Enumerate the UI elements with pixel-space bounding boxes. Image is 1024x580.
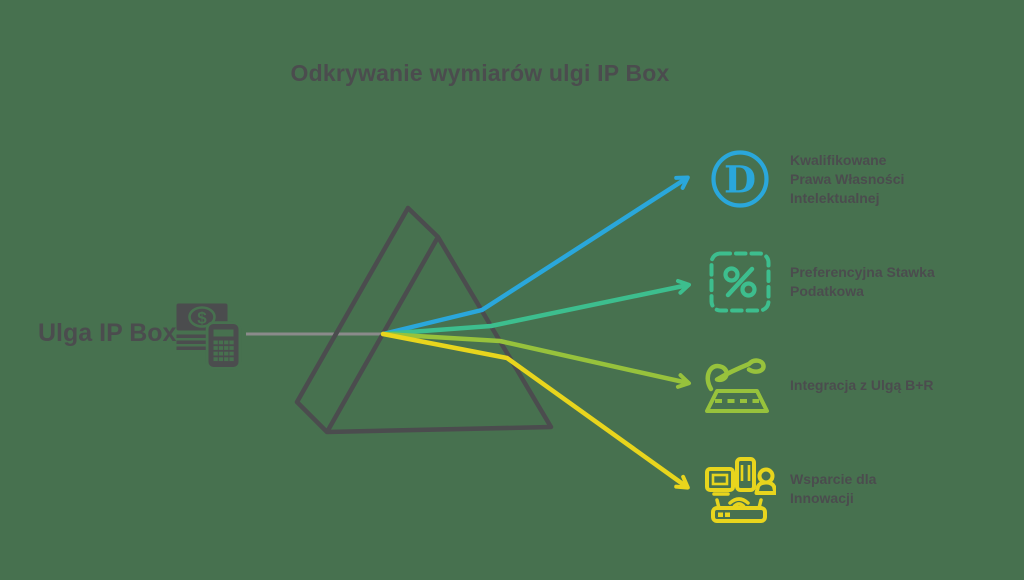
ray-green xyxy=(380,278,691,337)
row-integracja-br: Integracja z Ulgą B+R xyxy=(702,354,934,416)
source-label: Ulga IP Box xyxy=(38,319,177,347)
money-calculator-icon: $ xyxy=(176,303,242,370)
ray-blue xyxy=(380,175,690,337)
row-wsparcie-innowacji: Wsparcie dla Innowacji xyxy=(704,453,876,525)
svg-text:D: D xyxy=(724,157,756,201)
row-label: Wsparcie dla Innowacji xyxy=(790,471,877,506)
page-title: Odkrywanie wymiarów ulgi IP Box xyxy=(290,60,670,86)
row-label: Kwalifikowane Prawa Własności Intelektua… xyxy=(790,151,905,206)
percent-dashed-square-icon xyxy=(709,251,771,313)
d-circle-icon: D xyxy=(711,150,769,208)
devices-network-icon xyxy=(705,457,776,523)
row-label: Integracja z Ulgą B+R xyxy=(790,376,934,393)
calculator-keys xyxy=(213,340,234,362)
svg-text:$: $ xyxy=(197,308,207,327)
row-label: Preferencyjna Stawka Podatkowa xyxy=(790,264,935,299)
row-preferencyjna-stawka: Preferencyjna Stawka Podatkowa xyxy=(708,250,935,314)
ray-yellow xyxy=(380,331,690,490)
row-kwalifikowane-prawa: D Kwalifikowane Prawa Własności Intelekt… xyxy=(708,147,904,211)
plane-ramp-icon xyxy=(705,358,769,413)
ray-lime xyxy=(380,331,691,389)
